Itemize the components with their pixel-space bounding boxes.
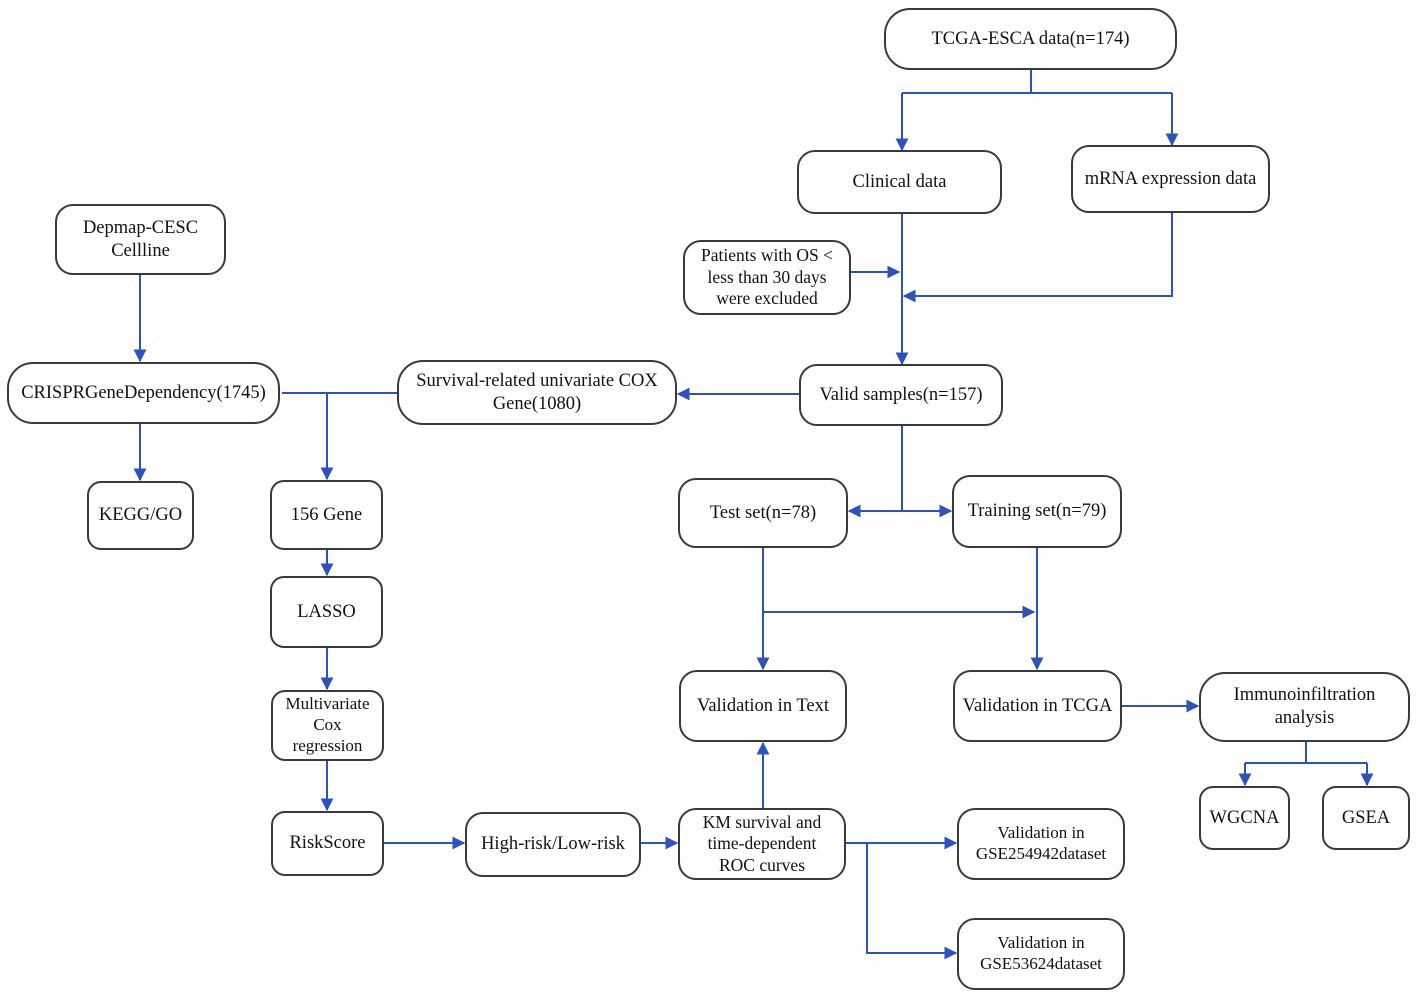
node-lasso: LASSO — [270, 576, 383, 648]
node-depmap-cesc-cellline: Depmap-CESC Cellline — [55, 204, 226, 275]
node-km-survival-roc: KM survival and time-dependent ROC curve… — [678, 808, 846, 880]
node-multivariate-cox-regression: Multivariate Cox regression — [271, 690, 384, 761]
node-kegg-go: KEGG/GO — [87, 481, 194, 550]
node-validation-in-text: Validation in Text — [679, 670, 847, 742]
node-wgcna: WGCNA — [1199, 786, 1290, 850]
node-immunoinfiltration-analysis: Immunoinfiltration analysis — [1199, 672, 1410, 742]
node-valid-samples: Valid samples(n=157) — [799, 364, 1003, 426]
node-patients-excluded: Patients with OS < less than 30 days wer… — [683, 240, 851, 315]
node-mrna-expression-data: mRNA expression data — [1071, 145, 1270, 213]
node-riskscore: RiskScore — [271, 811, 384, 876]
node-crispr-gene-dependency: CRISPRGeneDependency(1745) — [7, 362, 280, 424]
node-validation-gse53624: Validation in GSE53624dataset — [957, 918, 1125, 990]
node-survival-univariate-cox: Survival-related univariate COX Gene(108… — [397, 360, 677, 425]
node-tcga-esca-data: TCGA-ESCA data(n=174) — [884, 8, 1177, 70]
node-validation-gse254942: Validation in GSE254942dataset — [957, 808, 1125, 880]
node-156-gene: 156 Gene — [270, 480, 383, 550]
node-validation-in-tcga: Validation in TCGA — [953, 670, 1122, 742]
node-clinical-data: Clinical data — [797, 150, 1002, 214]
node-gsea: GSEA — [1322, 786, 1410, 850]
node-test-set: Test set(n=78) — [678, 478, 848, 548]
node-high-risk-low-risk: High-risk/Low-risk — [465, 812, 641, 877]
node-training-set: Training set(n=79) — [952, 475, 1122, 548]
